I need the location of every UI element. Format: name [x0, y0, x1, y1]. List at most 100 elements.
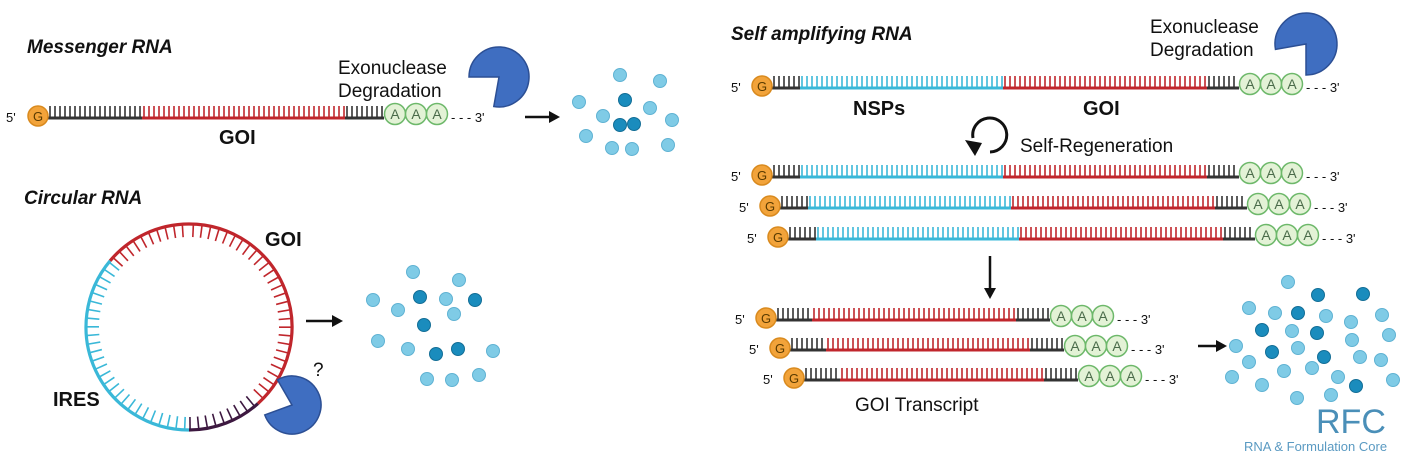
protein-dot [1255, 378, 1269, 392]
poly-a-bead: A [1296, 223, 1320, 247]
protein-dot [366, 293, 380, 307]
protein-dot [1290, 391, 1304, 405]
strand-segment [1003, 76, 1207, 90]
goi-label: GOI [265, 229, 302, 251]
goi-label: GOI [1083, 98, 1120, 120]
cap-icon: G [27, 105, 49, 127]
five-prime-label: 5' [731, 80, 741, 95]
protein-dot [420, 372, 434, 386]
cap-icon: G [755, 307, 777, 329]
poly-a-letter: A [1245, 76, 1255, 92]
protein-dot [1317, 350, 1331, 364]
three-prime-label: - - - 3' [1306, 169, 1340, 184]
protein-dot [625, 142, 639, 156]
five-prime-label: 5' [749, 342, 759, 357]
strand-segment [1207, 165, 1239, 179]
poly-a-bead: A [1238, 161, 1262, 185]
protein-dot [447, 307, 461, 321]
protein-dot [1281, 275, 1295, 289]
protein-dot [1311, 288, 1325, 302]
five-prime-label: 5' [747, 231, 757, 246]
five-prime-label: 5' [739, 200, 749, 215]
poly-a-letter: A [1253, 196, 1263, 212]
poly-a-letter: A [1287, 165, 1297, 181]
poly-a-letter: A [1056, 308, 1066, 324]
strand-segment [776, 308, 812, 322]
logo-subtitle: RNA & Formulation Core [1244, 439, 1387, 454]
protein-dot [451, 342, 465, 356]
poly-a-bead: A [1254, 223, 1278, 247]
arrow-icon [984, 256, 996, 299]
protein-dot [643, 101, 657, 115]
protein-cluster [366, 265, 500, 387]
five-prime-label: 5' [731, 169, 741, 184]
strand-segment [1016, 308, 1050, 322]
poly-a-bead: A [1077, 364, 1101, 388]
protein-dot [1319, 309, 1333, 323]
strand-segment [840, 368, 1044, 382]
exonuclease-icon [468, 46, 530, 108]
protein-dot [605, 141, 619, 155]
poly-a-bead: A [1084, 334, 1108, 358]
cap-letter: G [789, 371, 799, 386]
unknown-degradation-label: ? [313, 360, 324, 381]
poly-a-letter: A [1084, 368, 1094, 384]
three-prime-label: - - - 3' [1306, 80, 1340, 95]
protein-dot [1305, 361, 1319, 375]
strand-segment [826, 338, 1030, 352]
poly-a-letter: A [1098, 308, 1108, 324]
strand-segment [345, 106, 384, 120]
protein-dot [1265, 345, 1279, 359]
cap-letter: G [765, 199, 775, 214]
cap-icon: G [769, 337, 791, 359]
strand-segment [1030, 338, 1064, 352]
circular-rna-segment [188, 222, 294, 405]
protein-dot [472, 368, 486, 382]
goi-label: GOI [219, 127, 256, 149]
strand-segment [1019, 227, 1223, 241]
protein-dot [1349, 379, 1363, 393]
protein-dot [1242, 355, 1256, 369]
cycle-arrow-icon [965, 116, 1009, 156]
protein-dot [413, 290, 427, 304]
protein-dot [468, 293, 482, 307]
protein-dot [1386, 373, 1400, 387]
three-prime-label: - - - 3' [451, 110, 485, 125]
strand-segment [788, 227, 816, 241]
protein-dot [579, 129, 593, 143]
protein-dot [613, 68, 627, 82]
poly-a-letter: A [1091, 338, 1101, 354]
circular-rna [84, 222, 294, 432]
protein-dot [1375, 308, 1389, 322]
protein-dot [439, 292, 453, 306]
protein-dot [1356, 287, 1370, 301]
poly-a-letter: A [390, 106, 400, 122]
poly-a-bead: A [1119, 364, 1143, 388]
exonuclease-icon [263, 375, 322, 435]
messenger-rna-title: Messenger RNA [27, 37, 173, 58]
poly-a-letter: A [411, 106, 421, 122]
protein-dot [486, 344, 500, 358]
protein-dot [429, 347, 443, 361]
poly-a-letter: A [1112, 338, 1122, 354]
protein-dot [1291, 306, 1305, 320]
poly-a-bead: A [1070, 304, 1094, 328]
strand-segment [1044, 368, 1078, 382]
poly-a-letter: A [1282, 227, 1292, 243]
poly-a-letter: A [1287, 76, 1297, 92]
strand-segment [800, 165, 1003, 179]
protein-dot [1229, 339, 1243, 353]
arrow-icon [525, 111, 560, 123]
exonuclease-label: Exonuclease [338, 58, 447, 79]
five-prime-label: 5' [735, 312, 745, 327]
protein-dot [452, 273, 466, 287]
poly-a-bead: A [1267, 192, 1291, 216]
cap-letter: G [761, 311, 771, 326]
rfc-logo: RFC RNA & Formulation Core [1244, 403, 1387, 454]
strand-segment [1003, 165, 1207, 179]
strand-segment [780, 196, 808, 210]
